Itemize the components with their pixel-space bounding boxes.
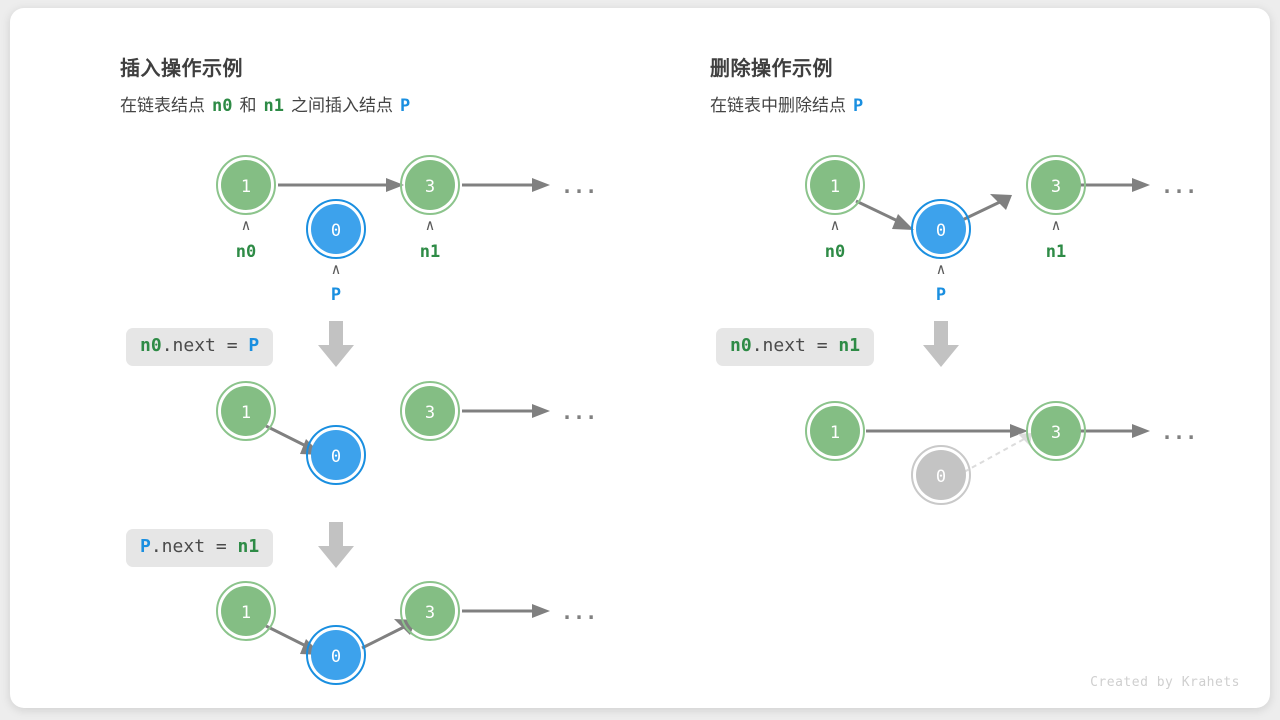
code-token-n1: n1 — [838, 335, 861, 356]
node-value: 0 — [936, 221, 946, 241]
edge-n0-to-p — [265, 424, 311, 450]
node-removed: 0 — [911, 445, 971, 505]
arrowhead — [1132, 424, 1150, 438]
subtitle-text: 在链表结点 — [120, 96, 205, 115]
arrowhead — [1010, 424, 1028, 438]
node-value: 3 — [1051, 177, 1061, 197]
remove-row-1: ... 1 ∧ n0 0 ∧ P 3 — [640, 138, 1270, 328]
code-token-next: .next = — [161, 335, 249, 356]
remove-row-2: ... 1 0 3 — [640, 398, 1270, 528]
remove-panel-title: 删除操作示例 — [710, 58, 833, 80]
insert-step-1-arrow-icon — [316, 321, 356, 369]
arrowhead — [1132, 178, 1150, 192]
arrowhead — [532, 404, 550, 418]
edge-p-to-n1 — [361, 624, 407, 650]
subtitle-token-p: P — [399, 96, 411, 116]
node-p: 0 — [306, 625, 366, 685]
node-value: 1 — [241, 177, 251, 197]
ellipsis: ... — [561, 400, 597, 424]
node-p: 0 — [306, 425, 366, 485]
pointer-label-p: P — [936, 285, 946, 305]
node-3: 3 — [400, 155, 460, 215]
code-token-n0: n0 — [730, 335, 752, 356]
node-value: 1 — [241, 603, 251, 623]
code-token-p: P — [248, 335, 260, 356]
insert-row-3: ... 1 0 3 — [10, 578, 640, 698]
insert-step-2-code: P.next = n1 — [126, 529, 274, 567]
pointer-label-n0: n0 — [236, 242, 256, 262]
node-3: 3 — [400, 581, 460, 641]
node-value: 3 — [425, 403, 435, 423]
panel-remove: 删除操作示例 在链表中删除结点 P ... 1 ∧ — [640, 8, 1270, 708]
pointer-label-n1: n1 — [420, 242, 440, 262]
subtitle-token-n0: n0 — [212, 96, 233, 116]
pointer-caret-icon: ∧ — [331, 260, 340, 278]
pointer-label-n0: n0 — [825, 242, 845, 262]
node-value: 1 — [830, 177, 840, 197]
pointer-label-n1: n1 — [1046, 242, 1066, 262]
pointer-caret-icon: ∧ — [830, 216, 839, 234]
arrowhead — [990, 194, 1012, 210]
node-p: 0 — [911, 199, 971, 259]
node-value: 1 — [830, 423, 840, 443]
node-p: 0 — [306, 199, 366, 259]
remove-step-1-arrow-icon — [921, 321, 961, 369]
pointer-caret-icon: ∧ — [936, 260, 945, 278]
credit-text: Created by Krahets — [1090, 675, 1240, 690]
code-token-next: .next = — [751, 335, 839, 356]
node-1: 1 — [216, 381, 276, 441]
pointer-caret-icon: ∧ — [425, 216, 434, 234]
edge-removed-dashed — [963, 437, 1027, 473]
code-token-next: .next = — [150, 536, 238, 557]
node-1: 1 — [216, 581, 276, 641]
diagram-card: 插入操作示例 在链表结点 n0 和 n1 之间插入结点 P ... — [10, 8, 1270, 708]
code-token-n0: n0 — [140, 335, 162, 356]
node-3: 3 — [400, 381, 460, 441]
ellipsis: ... — [561, 174, 597, 198]
remove-panel-subtitle: 在链表中删除结点 P — [710, 91, 863, 116]
node-value: 3 — [425, 177, 435, 197]
subtitle-token-n1: n1 — [263, 96, 284, 116]
ellipsis: ... — [561, 600, 597, 624]
insert-panel-title: 插入操作示例 — [120, 58, 243, 80]
arrowhead — [892, 214, 914, 230]
node-1: 1 — [805, 401, 865, 461]
pointer-caret-icon: ∧ — [241, 216, 250, 234]
subtitle-text: 之间插入结点 — [290, 96, 393, 115]
pointer-label-p: P — [331, 285, 341, 305]
node-1: 1 — [216, 155, 276, 215]
code-token-n1: n1 — [237, 536, 260, 557]
arrowhead — [532, 178, 550, 192]
subtitle-text: 和 — [239, 96, 257, 115]
node-3: 3 — [1026, 401, 1086, 461]
arrowhead — [386, 178, 404, 192]
node-1: 1 — [805, 155, 865, 215]
node-value: 0 — [331, 221, 341, 241]
edge-n0-to-p — [265, 624, 311, 650]
insert-panel-subtitle: 在链表结点 n0 和 n1 之间插入结点 P — [120, 91, 410, 116]
subtitle-token-p: P — [853, 96, 864, 116]
subtitle-text: 在链表中删除结点 — [710, 96, 846, 115]
remove-step-1-code: n0.next = n1 — [716, 328, 875, 366]
arrowhead — [532, 604, 550, 618]
edge-n0-to-p — [855, 199, 903, 225]
pointer-caret-icon: ∧ — [1051, 216, 1060, 234]
node-value: 0 — [331, 647, 341, 667]
node-value: 0 — [936, 467, 946, 487]
node-3: 3 — [1026, 155, 1086, 215]
ellipsis: ... — [1161, 174, 1197, 198]
node-value: 0 — [331, 447, 341, 467]
insert-step-2-arrow-icon — [316, 522, 356, 570]
insert-row-1: ... 1 ∧ n0 0 ∧ P — [10, 138, 640, 328]
insert-row-2: ... 1 0 3 — [10, 378, 640, 498]
node-value: 1 — [241, 403, 251, 423]
insert-step-1-code: n0.next = P — [126, 328, 274, 366]
ellipsis: ... — [1161, 420, 1197, 444]
node-value: 3 — [425, 603, 435, 623]
node-value: 3 — [1051, 423, 1061, 443]
panel-insert: 插入操作示例 在链表结点 n0 和 n1 之间插入结点 P ... — [10, 8, 640, 708]
code-token-p: P — [140, 536, 151, 557]
